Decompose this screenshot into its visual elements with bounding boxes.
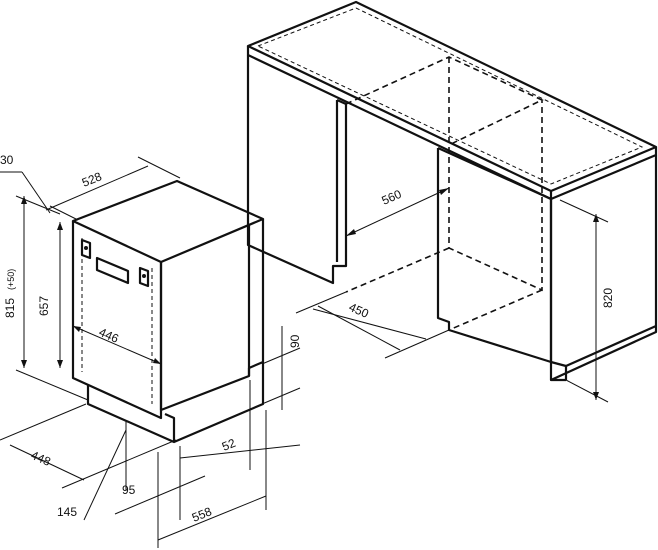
dim-450-ext2 [295,291,347,314]
cabinet-right-face [565,324,657,368]
dim-657-label: 657 [37,296,51,316]
dim-448-ext [0,403,87,441]
dim-528-ext2 [137,156,181,179]
dimension-560: 560 [345,187,450,237]
dim-90-label: 90 [288,334,302,348]
cabinet-countertop [246,0,658,193]
dim-558-label: 558 [190,504,214,525]
dim-446-label: 446 [97,325,121,346]
countertop-inner-dash [256,7,644,185]
dim-95-line [114,475,206,515]
dimension-30: 30 [0,153,51,214]
dim-558-line [157,495,267,541]
bracket-hole-right [142,274,146,278]
cabinet-hidden-edges [345,56,544,331]
dishwasher-bracket-right [138,266,150,288]
dim-560-line [345,187,450,237]
dim-820-label: 820 [601,288,615,308]
kitchen-cabinet [246,0,658,382]
dim-815-note: (+50) [6,269,16,290]
dim-560-label: 560 [380,187,404,208]
cabinet-left-panel-inner [335,98,347,262]
dimension-448: 448 [0,403,177,489]
dishwasher-display-window [95,256,130,285]
dim-820-ext-bottom [565,379,609,403]
cabinet-base [549,155,658,382]
dim-95-label: 95 [122,483,136,497]
dim-528-ext [49,205,79,221]
dim-90-ext-top [261,347,301,365]
dim-446-line [72,325,162,365]
dishwasher-front [71,221,163,420]
dimension-820: 820 [559,199,615,403]
dim-528-line [45,165,149,211]
dim-90-ext-bottom [261,387,301,405]
dim-815-ext-bottom [15,369,89,401]
dim-815-ext-top [15,195,61,215]
dishwasher-top [71,179,265,264]
dishwasher [71,179,265,444]
dim-145-leader [83,429,127,521]
dishwasher-inner-dash [81,238,153,404]
dimension-558: 558 [157,410,267,548]
dim-450-label: 450 [347,300,371,321]
dim-450-ext3 [384,329,450,359]
bracket-hole-left [84,246,88,250]
dim-448-ext2 [61,439,177,489]
dishwasher-bracket-left [80,238,92,260]
dimension-145: 145 [57,429,127,521]
dim-30-leader2 [21,171,51,214]
dim-52-label: 52 [220,436,238,454]
dim-145-label: 145 [57,505,77,519]
dimension-95: 95 [114,420,206,520]
cabinet-countertop-edge [246,46,658,201]
dimension-815: 815 (+50) [3,195,89,401]
cabinet-right-panel [436,146,553,364]
dim-815-label: 815 [3,298,17,318]
dim-52-line [179,444,301,459]
dimension-450: 450 [295,291,450,359]
dim-30-label: 30 [0,153,14,167]
dimension-52: 52 [179,380,301,470]
dim-450-ext [317,305,401,351]
dimension-90: 90 [261,326,302,410]
dim-450-line [312,308,427,340]
dishwasher-side [159,225,251,412]
dim-448-line [9,444,85,481]
dimension-657: 657 [37,222,63,368]
dim-448-label: 448 [29,448,53,469]
dimension-446: 446 [72,325,162,365]
dim-820-ext-top [559,199,609,223]
